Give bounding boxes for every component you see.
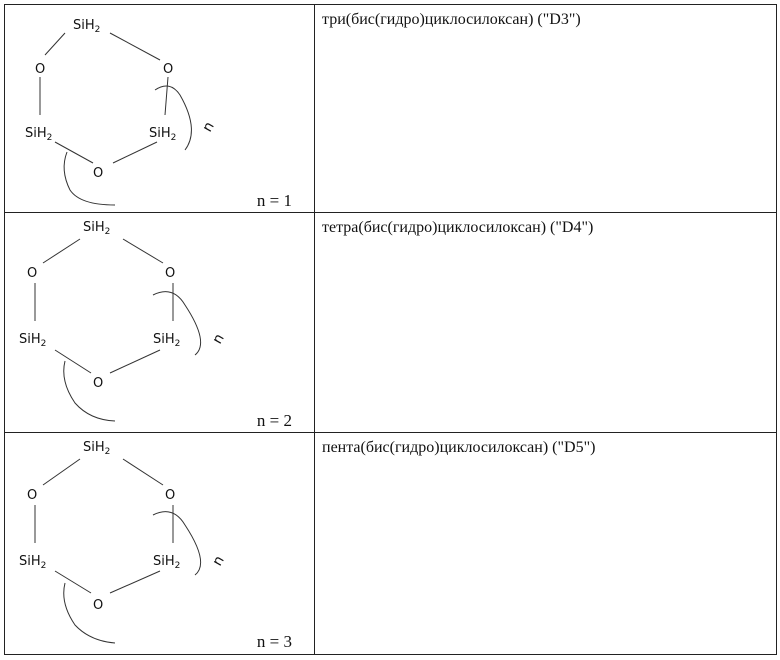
si-atom-top: SiH2 bbox=[83, 440, 110, 457]
si-atom-left: SiH2 bbox=[19, 332, 46, 349]
n-value: n = 1 bbox=[257, 191, 292, 211]
compound-table: SiH2 O O SiH2 SiH2 O n n = 1 три(бис(гид… bbox=[4, 4, 777, 654]
repeat-n-label: n bbox=[209, 331, 227, 347]
oxygen-atom-right: O bbox=[163, 62, 173, 77]
si-atom-left: SiH2 bbox=[19, 554, 46, 571]
ring-structure: SiH2 O O SiH2 SiH2 O n bbox=[5, 5, 314, 213]
ring-structure: SiH2 O O SiH2 SiH2 O n bbox=[5, 213, 314, 433]
oxygen-atom-bottom: O bbox=[93, 598, 103, 613]
repeat-n-label: n bbox=[209, 553, 227, 569]
si-atom-top: SiH2 bbox=[83, 220, 110, 237]
oxygen-atom-bottom: O bbox=[93, 376, 103, 391]
compound-name: три(бис(гидро)циклосилоксан) ("D3") bbox=[322, 11, 581, 29]
ring-structure: SiH2 O O SiH2 SiH2 O n bbox=[5, 433, 314, 654]
oxygen-atom-left: O bbox=[27, 266, 37, 281]
oxygen-atom-left: O bbox=[35, 62, 45, 77]
compound-name: тетра(бис(гидро)циклосилоксан) ("D4") bbox=[322, 219, 593, 237]
structure-cell: SiH2 O O SiH2 SiH2 O n n = 2 bbox=[4, 213, 315, 433]
name-cell: три(бис(гидро)циклосилоксан) ("D3") bbox=[314, 5, 777, 213]
si-atom-left: SiH2 bbox=[25, 126, 52, 143]
oxygen-atom-right: O bbox=[165, 488, 175, 503]
compound-name: пента(бис(гидро)циклосилоксан) ("D5") bbox=[322, 439, 595, 457]
oxygen-atom-right: O bbox=[165, 266, 175, 281]
n-value: n = 3 bbox=[257, 632, 292, 652]
table-row: SiH2 O O SiH2 SiH2 O n n = 2 тетра(бис(г… bbox=[4, 212, 777, 433]
si-atom-right: SiH2 bbox=[153, 332, 180, 349]
si-atom-right: SiH2 bbox=[153, 554, 180, 571]
name-cell: пента(бис(гидро)циклосилоксан) ("D5") bbox=[314, 433, 777, 654]
si-atom-right: SiH2 bbox=[149, 126, 176, 143]
structure-cell: SiH2 O O SiH2 SiH2 O n n = 1 bbox=[4, 5, 315, 213]
repeat-n-label: n bbox=[199, 119, 217, 135]
structure-cell: SiH2 O O SiH2 SiH2 O n n = 3 bbox=[4, 433, 315, 654]
oxygen-atom-bottom: O bbox=[93, 166, 103, 181]
si-atom-top: SiH2 bbox=[73, 18, 100, 35]
table-row: SiH2 O O SiH2 SiH2 O n n = 3 пента(бис(г… bbox=[4, 432, 777, 655]
name-cell: тетра(бис(гидро)циклосилоксан) ("D4") bbox=[314, 213, 777, 433]
oxygen-atom-left: O bbox=[27, 488, 37, 503]
table-row: SiH2 O O SiH2 SiH2 O n n = 1 три(бис(гид… bbox=[4, 4, 777, 213]
n-value: n = 2 bbox=[257, 411, 292, 431]
